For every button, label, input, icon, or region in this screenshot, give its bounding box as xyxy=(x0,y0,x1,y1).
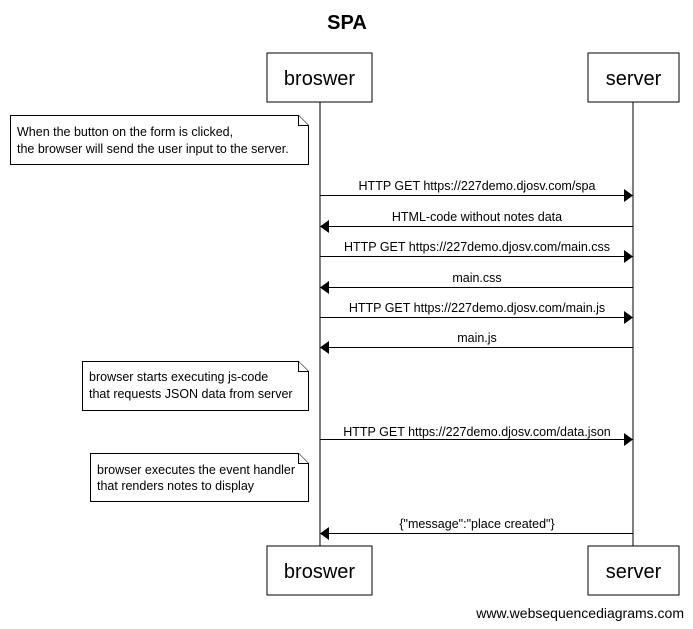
message-7-label: HTTP GET https://227demo.djosv.com/data.… xyxy=(343,425,611,439)
participant-server-label: server xyxy=(606,68,662,90)
participant-browser-label: broswer xyxy=(284,68,355,90)
participant-browser-bottom: broswer xyxy=(266,545,373,596)
arrow-left-icon xyxy=(320,281,329,294)
message-6-label: main.js xyxy=(457,331,497,345)
message-1: HTTP GET https://227demo.djosv.com/spa xyxy=(320,179,633,202)
message-3-label: HTTP GET https://227demo.djosv.com/main.… xyxy=(344,240,610,254)
arrow-right-icon xyxy=(624,250,633,263)
message-2-label: HTML-code without notes data xyxy=(392,210,562,224)
arrow-right-icon xyxy=(624,189,633,202)
arrow-right-icon xyxy=(624,433,633,446)
message-2: HTML-code without notes data xyxy=(320,210,633,233)
note-1-line-1: When the button on the form is clicked, xyxy=(17,125,233,139)
note-2: browser starts executing js-code that re… xyxy=(82,361,309,411)
note-3-line-2: that renders notes to display xyxy=(97,479,255,493)
message-6: main.js xyxy=(320,331,633,354)
arrow-right-icon xyxy=(624,311,633,324)
note-3: browser executes the event handler that … xyxy=(90,453,309,502)
message-5: HTTP GET https://227demo.djosv.com/main.… xyxy=(320,301,633,324)
arrow-left-icon xyxy=(320,341,329,354)
message-8-label: {"message":"place created"} xyxy=(399,517,554,531)
note-3-line-1: browser executes the event handler xyxy=(97,463,295,477)
credit-text: www.websequencediagrams.com xyxy=(475,605,684,621)
arrow-left-icon xyxy=(320,220,329,233)
message-5-label: HTTP GET https://227demo.djosv.com/main.… xyxy=(349,301,605,315)
message-4: main.css xyxy=(320,271,633,294)
note-1: When the button on the form is clicked, … xyxy=(10,115,309,165)
message-7: HTTP GET https://227demo.djosv.com/data.… xyxy=(320,425,633,446)
message-3: HTTP GET https://227demo.djosv.com/main.… xyxy=(320,240,633,263)
note-1-line-2: the browser will send the user input to … xyxy=(17,142,289,156)
diagram-title: SPA xyxy=(327,12,367,34)
participant-browser-top: broswer xyxy=(266,52,373,103)
participant-server-bottom-label: server xyxy=(606,561,662,583)
participant-browser-bottom-label: broswer xyxy=(284,561,355,583)
note-2-line-2: that requests JSON data from server xyxy=(89,387,293,401)
message-1-label: HTTP GET https://227demo.djosv.com/spa xyxy=(359,179,596,193)
arrow-left-icon xyxy=(320,527,329,540)
message-4-label: main.css xyxy=(452,271,501,285)
participant-server-bottom: server xyxy=(587,545,680,596)
participant-server-top: server xyxy=(587,52,680,103)
message-8: {"message":"place created"} xyxy=(320,517,633,540)
note-2-line-1: browser starts executing js-code xyxy=(89,370,268,384)
